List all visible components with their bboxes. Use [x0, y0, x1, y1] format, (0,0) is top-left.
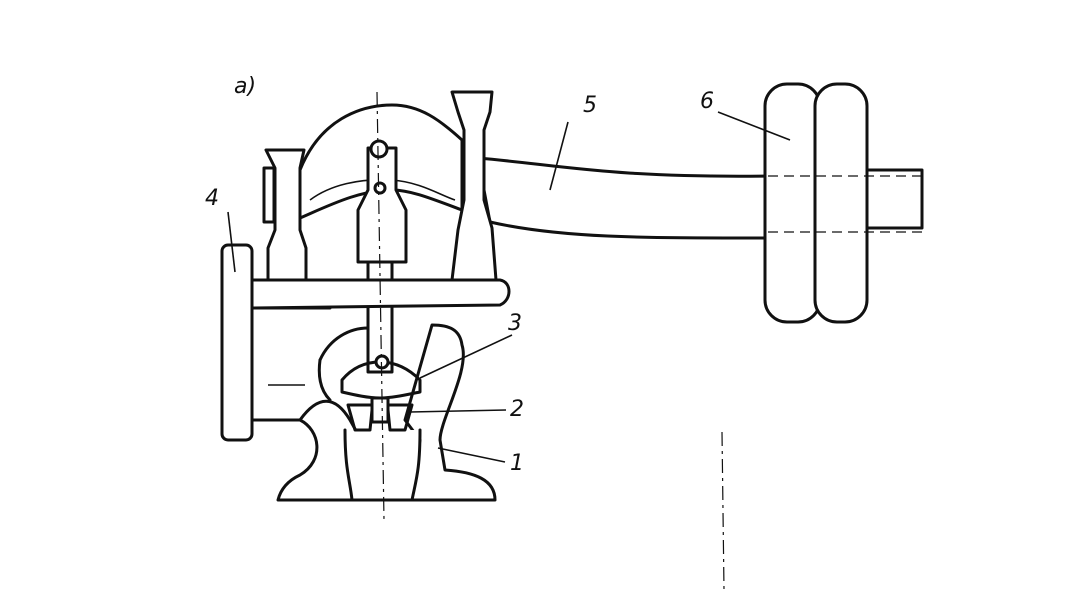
valve-body — [276, 323, 497, 502]
weight-shaft — [858, 168, 924, 230]
callout-3: 3 — [508, 311, 522, 336]
inlet-flange — [220, 243, 332, 442]
lever-arm — [476, 156, 772, 240]
crosshead — [248, 278, 511, 310]
panel-label: a) — [234, 74, 256, 99]
counterweight — [763, 82, 925, 324]
leader-lines — [227, 111, 791, 463]
centerlines — [376, 91, 725, 591]
callout-6: 6 — [700, 89, 714, 114]
callout-5: 5 — [583, 93, 597, 118]
callout-2: 2 — [510, 397, 524, 422]
left-post — [262, 148, 308, 284]
callout-4: 4 — [205, 186, 219, 211]
seat-ring — [346, 396, 414, 432]
callout-1: 1 — [510, 451, 524, 476]
